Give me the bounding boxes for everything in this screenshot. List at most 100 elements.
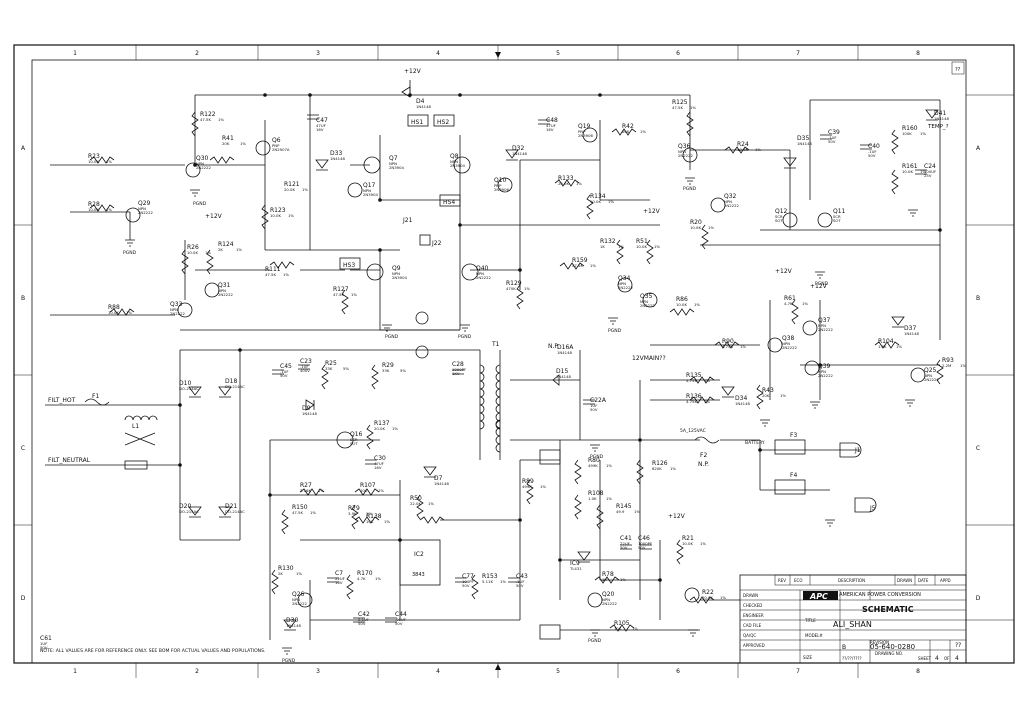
resistor-ref-r127: R127 bbox=[333, 286, 349, 293]
resistor-ref-r122: R122 bbox=[200, 111, 216, 118]
rev-header-eco: ECO bbox=[794, 578, 802, 583]
capacitor-volt-c48: 16V bbox=[546, 127, 554, 132]
resistor-ref-r24: R24 bbox=[737, 141, 749, 148]
doc-type: SCHEMATIC bbox=[862, 605, 914, 614]
transistor-ref-q25: Q25 bbox=[924, 367, 937, 374]
resistor-tol-r136: 1% bbox=[704, 399, 710, 404]
row-label-left-C: C bbox=[21, 445, 25, 452]
resistor-value-r137: 20.0K bbox=[374, 426, 385, 431]
resistor-tol-r108: 1% bbox=[606, 496, 612, 501]
hs1-ref: HS1 bbox=[411, 119, 423, 126]
resistor-tol-r104: 1% bbox=[896, 344, 902, 349]
resistor-value-r124: 2K bbox=[218, 247, 223, 252]
row-label-left-B: B bbox=[21, 295, 25, 302]
capacitor-volt-c30: 16V bbox=[374, 465, 382, 470]
resistor-tol-r26: 1% bbox=[205, 250, 211, 255]
resistor-ref-r26: R26 bbox=[187, 244, 199, 251]
resistor-tol-r78: 1% bbox=[620, 577, 626, 582]
transistor-part-q33: 2N2222 bbox=[170, 311, 186, 316]
resistor-ref-r88: R88 bbox=[108, 304, 120, 311]
transistor-part-q9: 2N3904 bbox=[392, 275, 408, 280]
transistor-ref-q38: Q38 bbox=[782, 335, 795, 342]
resistor-ref-r20: R20 bbox=[690, 219, 702, 226]
resistor-value-r90: 4.75K bbox=[722, 344, 733, 349]
column-label-top-1: 1 bbox=[73, 50, 77, 57]
transistor-ref-q12: Q12 bbox=[775, 208, 788, 215]
component-glyphs bbox=[84, 86, 944, 655]
l1-ref: L1 bbox=[132, 423, 139, 430]
resistor-ref-r138: R138 bbox=[366, 513, 382, 520]
diode-ref-d32: D32 bbox=[512, 145, 524, 152]
resistor-value-r136: 4.75K bbox=[686, 399, 697, 404]
diode-part-d20: DO-214AC bbox=[179, 509, 199, 514]
resistor-ref-r22: R22 bbox=[702, 589, 714, 596]
diode-ref-ic9: IC9 bbox=[570, 560, 580, 567]
capacitor-ref-c23: C23 bbox=[300, 358, 312, 365]
resistor-ref-r25: R25 bbox=[325, 360, 337, 367]
resistor-value-r22: 10.0K bbox=[702, 595, 713, 600]
resistor-tol-r93: 1% bbox=[960, 363, 966, 368]
resistor-value-r145: 49.9 bbox=[616, 509, 625, 514]
resistor-value-r108: 1.0K bbox=[588, 496, 597, 501]
diode-part-d18: DO-214AC bbox=[225, 384, 245, 389]
transistor-type-q25: NPN bbox=[924, 373, 932, 378]
resistor-ref-r51: R51 bbox=[636, 238, 648, 245]
transistor-type-q39: NPN bbox=[818, 369, 826, 374]
resistor-value-r61: 4.7K bbox=[784, 301, 793, 306]
transistor-type-q35: NPN bbox=[640, 299, 648, 304]
resistor-value-r159: 47.5K bbox=[572, 263, 583, 268]
resistor-tol-r86: 1% bbox=[694, 302, 700, 307]
diode-ref-d35: D35 bbox=[797, 135, 809, 142]
rev-header-drawn: DRAWN bbox=[897, 578, 912, 583]
transistor-part-q38: 2N2222 bbox=[782, 345, 798, 350]
transistor-part-q20: 2N2222 bbox=[602, 601, 618, 606]
date-value: ??/??/???? bbox=[842, 656, 862, 661]
resistor-tol-r42: 1% bbox=[640, 129, 646, 134]
title-block-row-cad-file: CAD FILE bbox=[743, 623, 762, 628]
diode-part-d21: DO-214AC bbox=[225, 509, 245, 514]
resistor-ref-r130: R130 bbox=[278, 565, 294, 572]
relay-f4-ref: F4 bbox=[790, 472, 797, 479]
center-mark-top bbox=[495, 52, 501, 58]
transistor-type-q9: NPN bbox=[392, 271, 400, 276]
resistor-tol-r61: 1% bbox=[802, 301, 808, 306]
resistor-value-r133: 20.0K bbox=[558, 181, 569, 186]
resistor-value-r43: 20K bbox=[762, 393, 770, 398]
diode-part-d32: 1N4148 bbox=[512, 151, 528, 156]
row-label-right-C: C bbox=[976, 445, 980, 452]
rev-header-appd: APPD bbox=[940, 578, 951, 583]
net-np: N.P. bbox=[548, 343, 559, 350]
transistor-ref-q30: Q30 bbox=[196, 155, 209, 162]
resistor-tol-r138: 1% bbox=[384, 519, 390, 524]
resistor-tol-r105: 1% bbox=[632, 626, 638, 631]
column-label-top-2: 2 bbox=[195, 50, 199, 57]
resistor-tol-r135: 1% bbox=[704, 378, 710, 383]
outer-border bbox=[13, 44, 1015, 664]
transistor-type-q34: NPN bbox=[618, 281, 626, 286]
company-name: AMERICAN POWER CONVERSION bbox=[839, 592, 921, 598]
resistor-value-r132: 1K bbox=[600, 244, 605, 249]
resistor-value-r125: 47.5K bbox=[672, 105, 683, 110]
center-mark-bottom bbox=[495, 664, 501, 670]
resistor-value-r127: 47.5K bbox=[333, 292, 344, 297]
transistor-ref-q40: Q40 bbox=[476, 265, 489, 272]
diode-part-d16a: 1N4148 bbox=[557, 350, 573, 355]
diode-part-d37: 1N4148 bbox=[904, 331, 920, 336]
resistor-value-r86: 10.0K bbox=[676, 302, 687, 307]
diode-ref-d9: D9 bbox=[302, 405, 311, 412]
resistor-tol-r123: 1% bbox=[288, 213, 294, 218]
column-label-bottom-6: 6 bbox=[676, 668, 680, 675]
resistor-value-r78: 1K bbox=[602, 577, 607, 582]
transistor-type-q8: NPN bbox=[450, 159, 458, 164]
resistor-ref-r111: R111 bbox=[265, 266, 281, 273]
resistor-ref-r145: R145 bbox=[616, 503, 632, 510]
pgnd-label-9: PGND bbox=[588, 638, 602, 644]
row-label-left-D: D bbox=[21, 595, 26, 602]
resistor-value-r129: 470K bbox=[506, 286, 516, 291]
resistor-ref-r105: R105 bbox=[614, 620, 630, 627]
apc-logo bbox=[803, 591, 838, 600]
hs3-ref: HS3 bbox=[343, 262, 355, 269]
